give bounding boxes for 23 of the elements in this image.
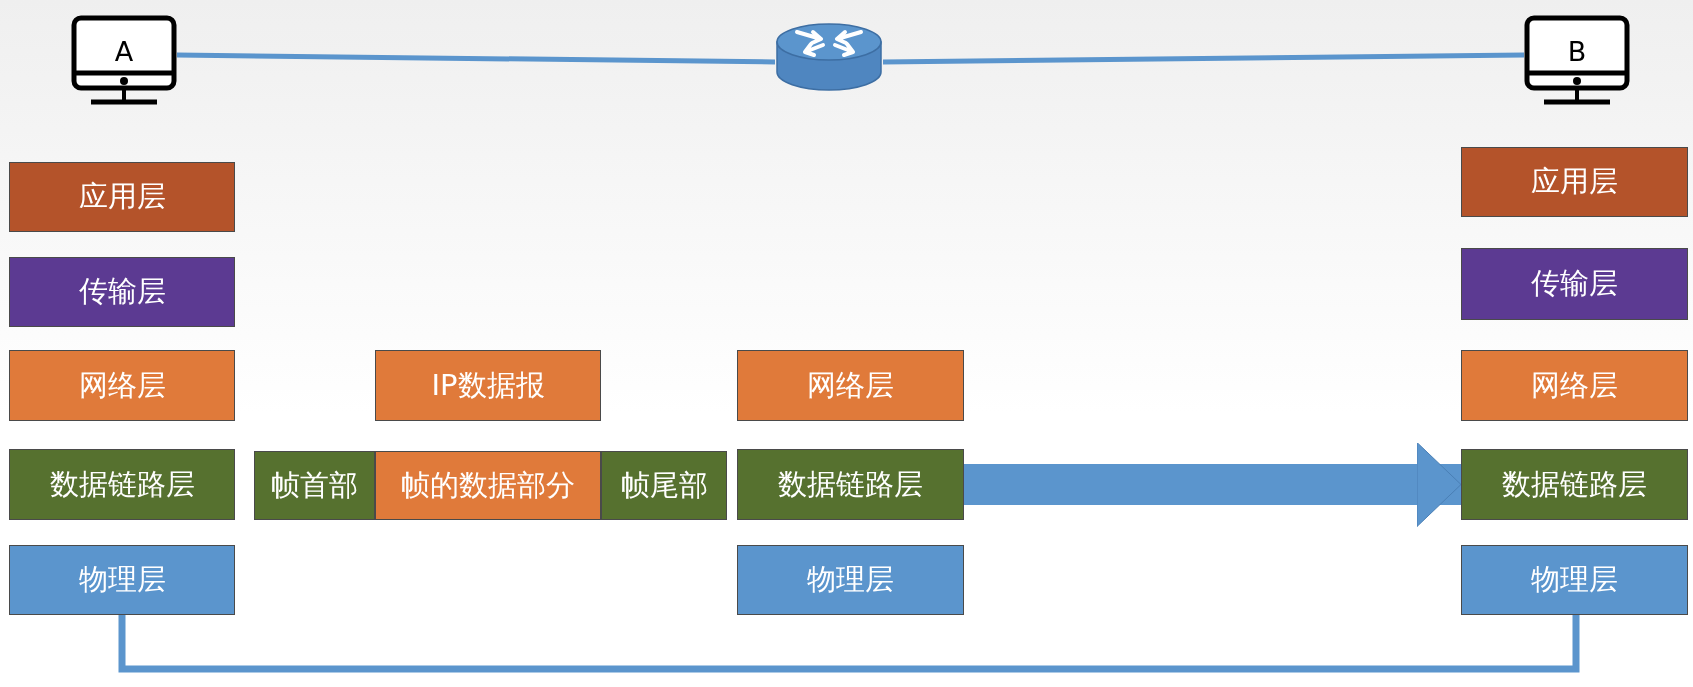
- packet-box: IP数据报: [375, 350, 601, 421]
- block-arrow: [964, 442, 1462, 527]
- layer-box: 网络层: [1461, 350, 1688, 421]
- layer-box: 数据链路层: [737, 449, 964, 520]
- layer-box: 物理层: [9, 545, 235, 615]
- layer-box: 数据链路层: [1461, 449, 1688, 520]
- layer-box: 物理层: [1461, 545, 1688, 615]
- layer-box: 数据链路层: [9, 449, 235, 520]
- layer-box: 传输层: [9, 257, 235, 327]
- host-label: A: [113, 37, 135, 67]
- frame-segment: 帧首部: [254, 451, 375, 520]
- layer-box: 物理层: [737, 545, 964, 615]
- network-link: [176, 52, 776, 65]
- frame-segment: 帧的数据部分: [375, 451, 601, 520]
- frame-segment: 帧尾部: [601, 451, 727, 520]
- network-link: [882, 52, 1525, 65]
- layer-box: 传输层: [1461, 248, 1688, 320]
- layer-box: 应用层: [1461, 147, 1688, 217]
- physical-link: [118, 615, 1580, 673]
- layer-box: 网络层: [9, 350, 235, 421]
- layer-box: 网络层: [737, 350, 964, 421]
- host-label: B: [1566, 37, 1588, 67]
- layer-box: 应用层: [9, 162, 235, 232]
